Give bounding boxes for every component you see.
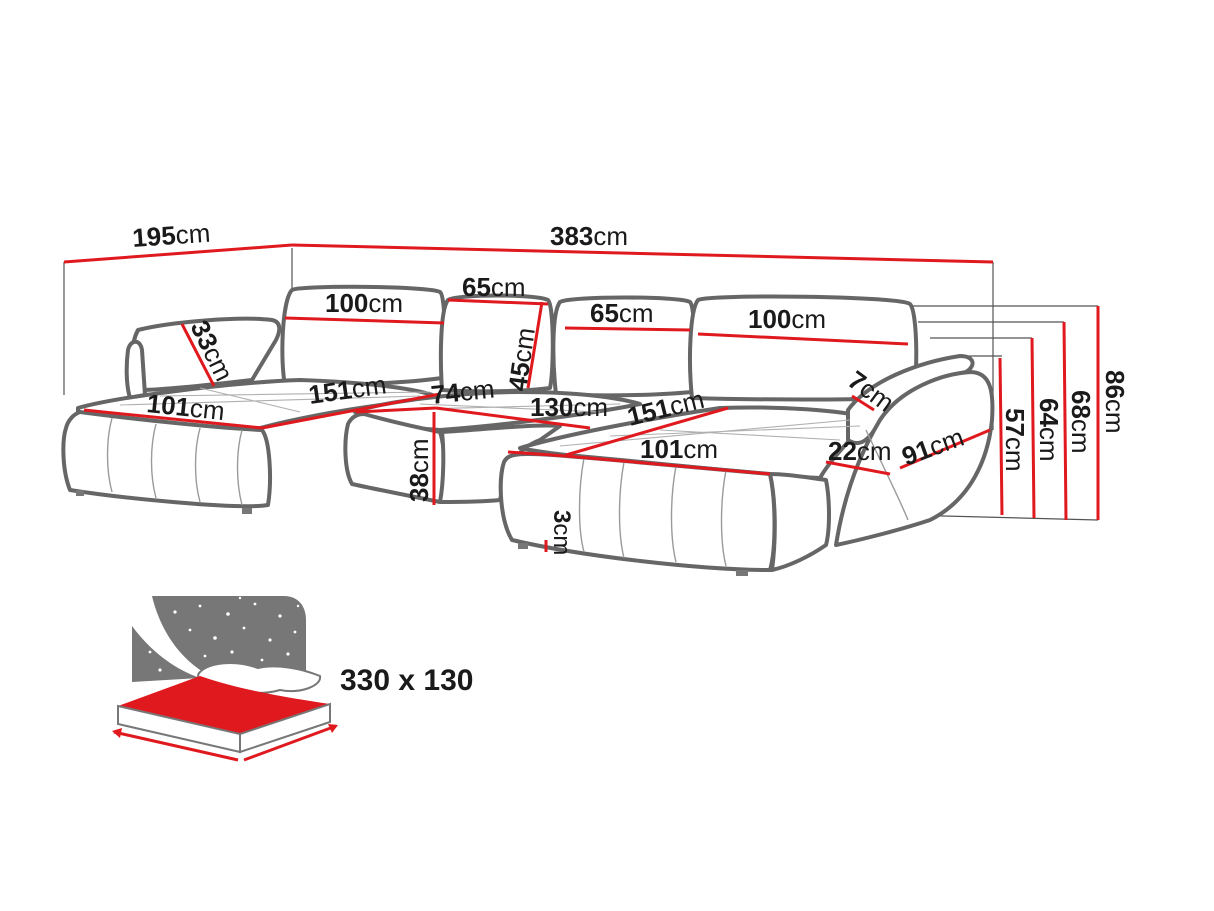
label-mid-width: 130cm — [530, 392, 608, 422]
label-back-mid-left: 65cm — [462, 272, 526, 302]
label-seat-depth-left: 101cm — [145, 388, 226, 426]
label-seat-height: 38cm — [404, 438, 434, 502]
bed-size-label: 330 x 130 — [340, 664, 473, 697]
label-leg-height: 3cm — [548, 510, 575, 555]
label-mid-seat: 74cm — [429, 373, 495, 409]
label-height-57: 57cm — [1000, 408, 1030, 472]
sleeping-function-icon — [112, 596, 338, 762]
sofa-legs — [76, 490, 748, 576]
label-back-mid-right: 65cm — [590, 298, 654, 328]
label-back-left: 100cm — [325, 288, 403, 318]
label-height-86: 86cm — [1100, 370, 1130, 434]
label-seat-depth-right: 101cm — [640, 434, 718, 464]
label-back-right: 100cm — [748, 304, 826, 334]
dimension-lines — [63, 243, 1100, 552]
label-depth-left: 195cm — [131, 218, 211, 253]
label-back-height: 45cm — [502, 326, 541, 393]
label-chaise-left: 151cm — [307, 369, 388, 410]
sofa-outline — [61, 284, 995, 572]
guide-lines — [63, 248, 1099, 521]
stars — [148, 596, 300, 672]
label-height-64: 64cm — [1034, 398, 1064, 462]
label-height-68: 68cm — [1066, 390, 1096, 454]
label-total-width: 383cm — [550, 221, 628, 251]
dimension-labels: 195cm 383cm 100cm 65cm 65cm 100cm 33cm 4… — [131, 218, 1130, 556]
label-armrest-width: 22cm — [828, 436, 892, 466]
